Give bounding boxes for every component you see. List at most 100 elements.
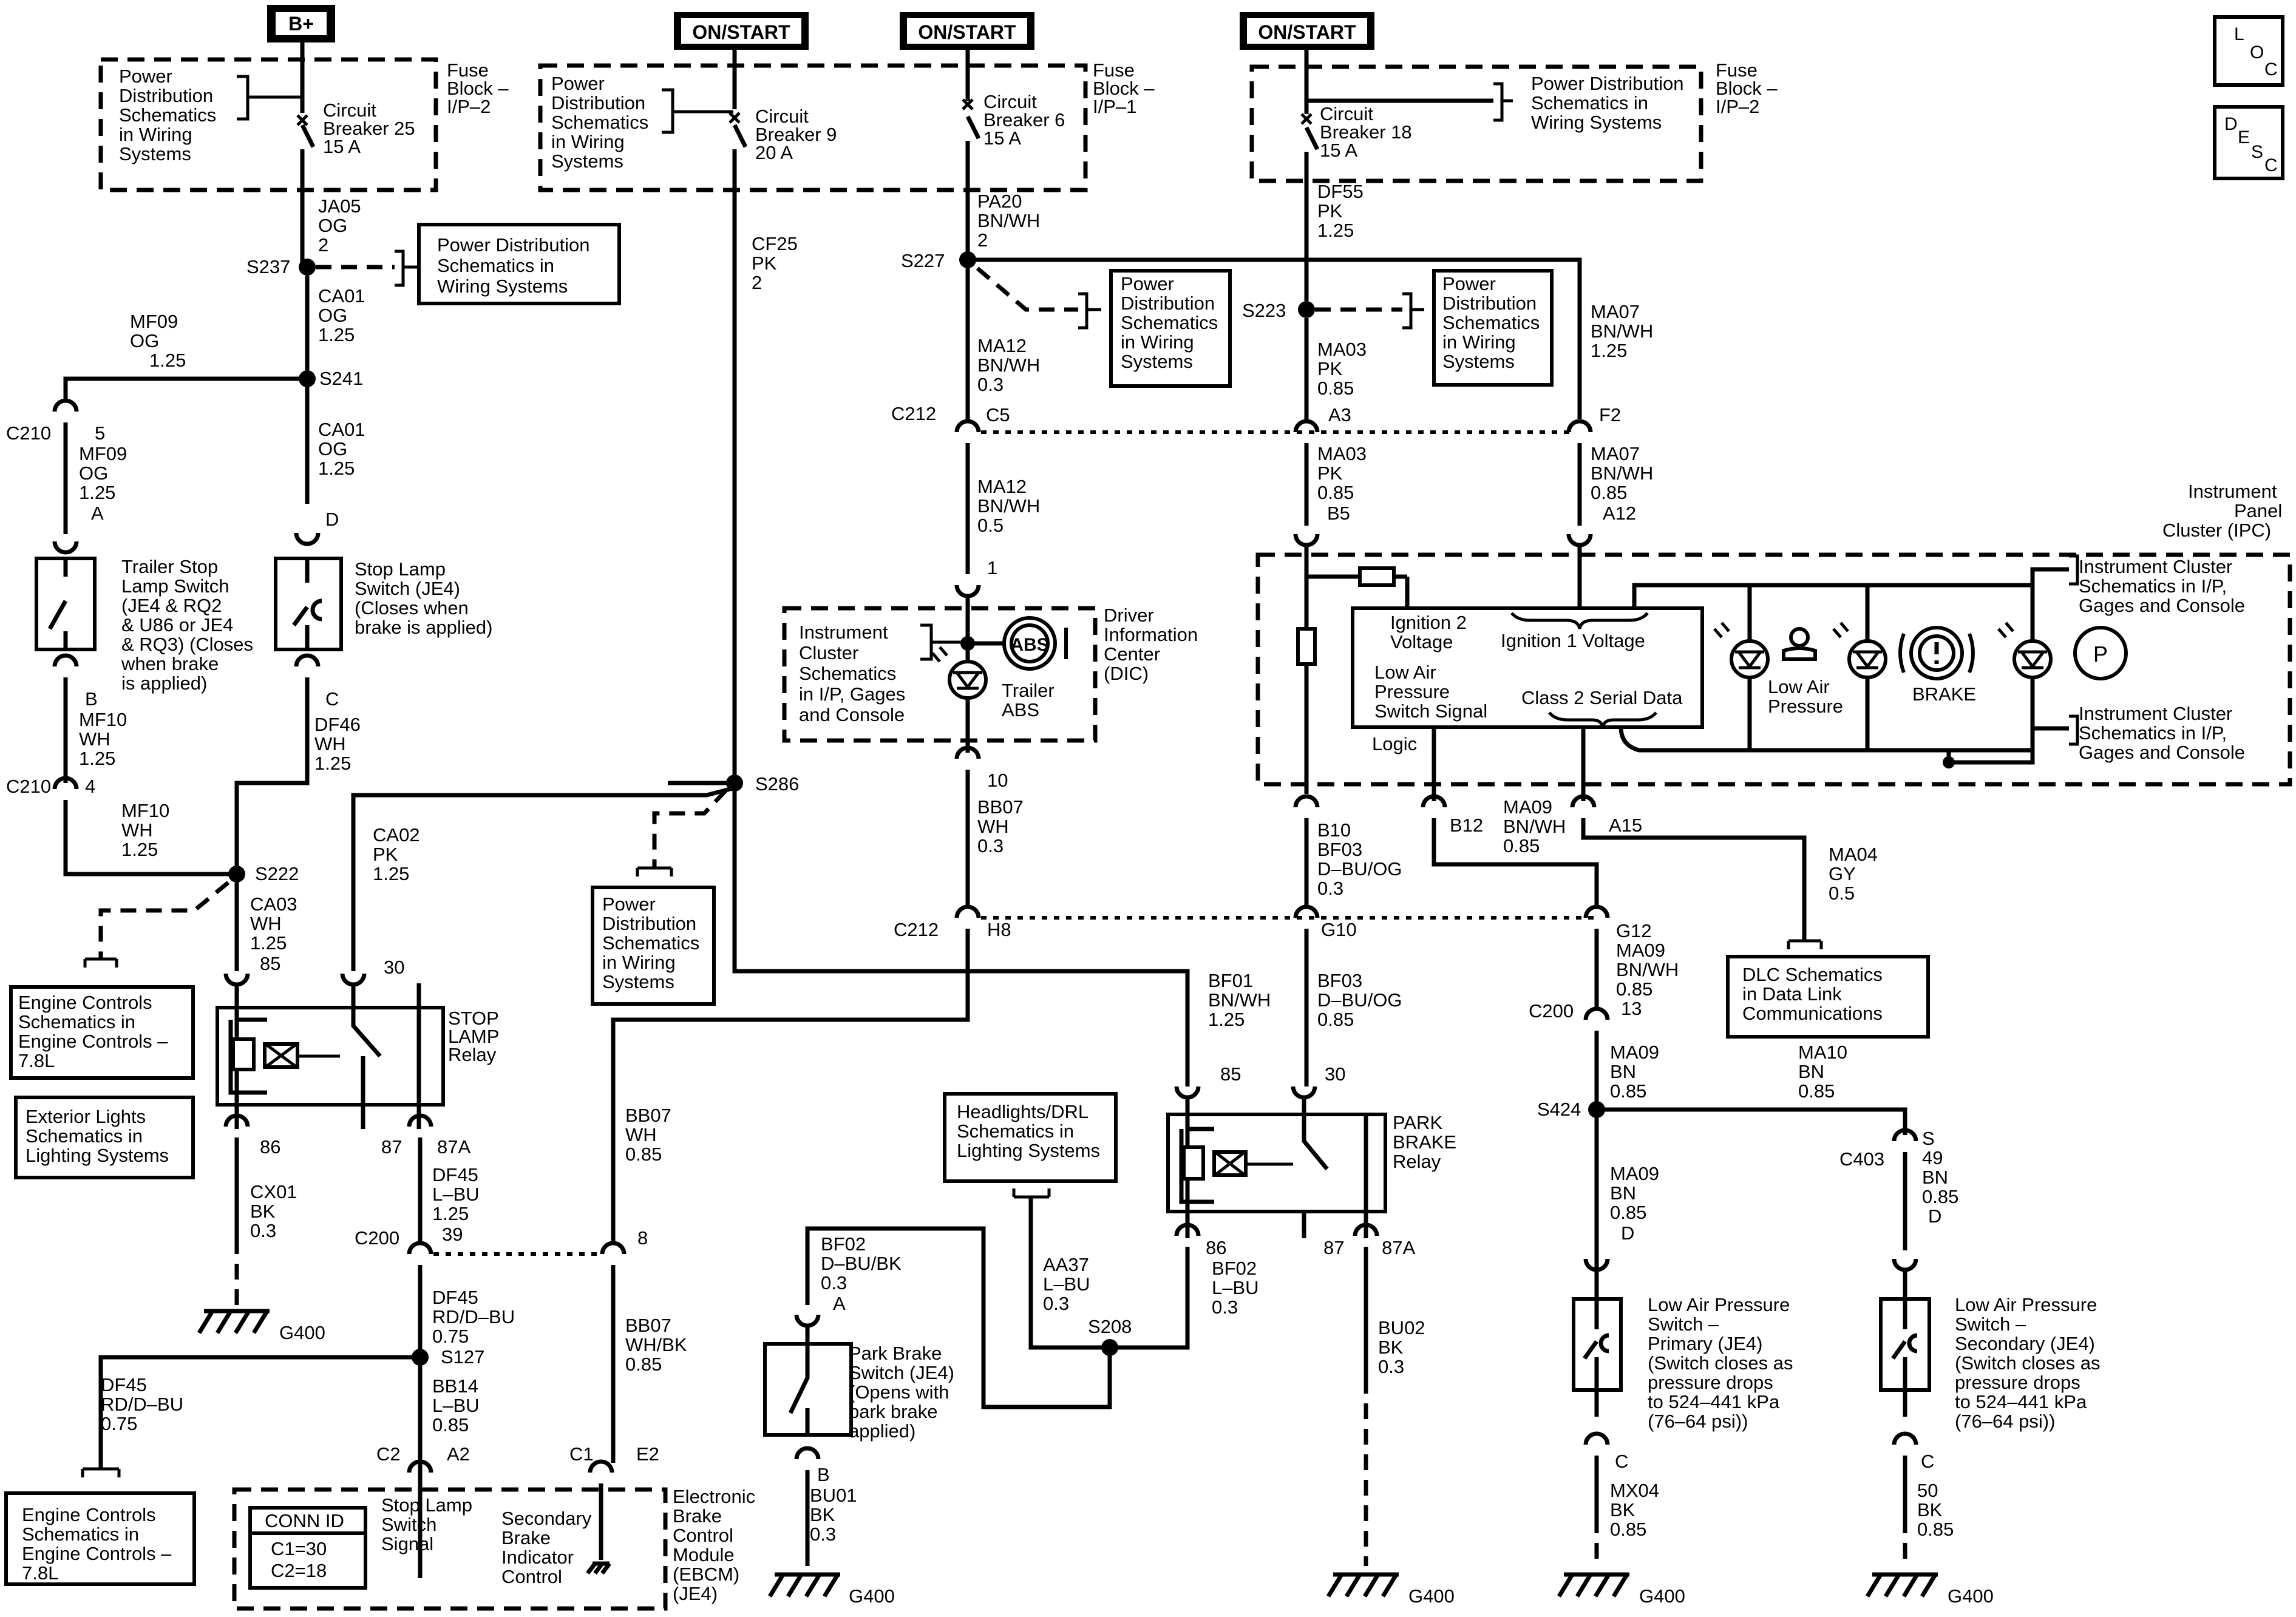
c200-pin13 [1583, 1006, 1610, 1020]
stop-relay-pin87: 87 [381, 1136, 402, 1158]
c212-pin-a3-label: A3 [1328, 404, 1351, 425]
ipc-resistor [1296, 627, 1317, 666]
lap-secondary-contact [1891, 1270, 1918, 1417]
desc-s: S [2251, 142, 2263, 162]
stop-relay-pin87a: 87A [437, 1136, 470, 1158]
loc-button[interactable]: L O C [2213, 15, 2284, 87]
wire-df45-to-ecm [98, 1355, 420, 1469]
dic-pin10-label: 10 [987, 770, 1008, 791]
ipc-bottom-pins [1293, 794, 1597, 808]
ebcm-pin-e2 [588, 1459, 614, 1542]
c210-pin5-connector [52, 398, 79, 412]
source-on-start-3: ON/START [1240, 12, 1374, 50]
relay-pin-30: 30 [384, 957, 404, 978]
park-p-icon [2073, 626, 2128, 680]
trailer-abs-lamp [948, 660, 988, 700]
conn-id-box [248, 1506, 367, 1590]
cb9-breaker-symbol [729, 112, 741, 124]
park-relay-pin86: 86 [1206, 1237, 1226, 1258]
logic-label: Logic [1372, 733, 1417, 754]
desc-button[interactable]: D E S C [2213, 105, 2284, 180]
dic-outline [782, 606, 1098, 743]
ground-g400-2 [1326, 1572, 1399, 1598]
c200-pin39 [407, 1241, 433, 1255]
loc-l: L [2234, 24, 2244, 44]
splice-s127-label: S127 [441, 1346, 484, 1368]
c212-pin-a3 [1293, 419, 1320, 433]
fuse-block-2-outline [538, 63, 1088, 192]
fuse-2-ref-bracket [662, 88, 733, 134]
c212-pin-g10-label: G10 [1321, 919, 1357, 940]
c212-pin-f2-label: F2 [1599, 404, 1621, 425]
park-relay-coil-x [1215, 1152, 1293, 1175]
wire-s227-to-ma07 [968, 257, 1582, 419]
s286-ref-bracket [636, 866, 673, 876]
dic-pin10 [954, 745, 981, 759]
wire-cb9 [732, 50, 748, 783]
c200-pin8 [600, 1241, 627, 1255]
brake-warning-arcs [1898, 632, 1975, 674]
ext-lights-ref-box [14, 1096, 195, 1179]
splice-s223-label: S223 [1242, 300, 1286, 321]
abs-indicator-text: ABS [1010, 635, 1048, 655]
ipc-pin-a15: A15 [1609, 815, 1642, 836]
ground-g400-2-label: G400 [1408, 1585, 1455, 1607]
c212-pin-g12 [1583, 904, 1610, 918]
ic-ref-3-bracket [2069, 554, 2079, 586]
ebcm-outline [232, 1487, 668, 1611]
cb18-breaker-symbol [1300, 113, 1313, 125]
stop-relay-coil-x [266, 1043, 340, 1068]
c212-pin-h8-label: H8 [987, 919, 1011, 940]
ign1-label: Ignition 1 Voltage [1501, 630, 1645, 651]
trailer-switch-contact [47, 558, 68, 649]
trailer-switch-top-pin [52, 541, 79, 555]
park-switch-top-pin [794, 1314, 821, 1328]
wire-cb18 [1304, 50, 1320, 301]
low-air-diode [1735, 650, 1764, 670]
ipc-lamp-feed [1632, 583, 2033, 608]
brake-diode [1853, 650, 1882, 670]
ebcm-pin-a2 [407, 1459, 433, 1473]
park-switch-pin-b: B [817, 1464, 830, 1485]
ipc-top-pins [1293, 534, 1593, 547]
lap-bottom-pins [1583, 1431, 1918, 1445]
ebcm-pin-a2-label: A2 [447, 1443, 470, 1465]
ic-ref-4-feed [1949, 726, 2069, 765]
low-air-lamp [1730, 639, 1770, 679]
c210-pin4-connector [52, 776, 79, 790]
pds-ref-box-7 [1432, 269, 1554, 387]
brake-lamp [1847, 639, 1887, 679]
wire-mf09 [63, 376, 307, 401]
ebcm-pin-c2: C2 [376, 1443, 401, 1465]
park-lamp-diode [2018, 650, 2047, 670]
